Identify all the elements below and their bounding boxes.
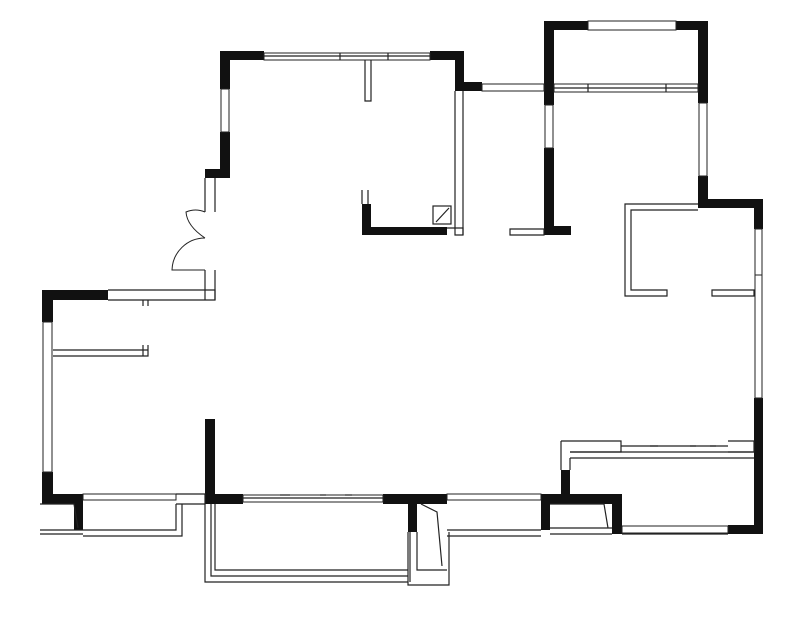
window-right-upper — [754, 228, 763, 276]
partition-walls — [53, 60, 755, 470]
wall-bottom-center-post — [408, 494, 417, 532]
wall-bottom-left-post — [74, 494, 83, 530]
fixtures — [280, 445, 716, 496]
window-bottom-right-a — [446, 493, 542, 501]
balcony-center — [204, 504, 408, 583]
partition-corridor-foot — [447, 227, 464, 235]
window-tr-mid-line — [554, 84, 698, 92]
partition-bath-left — [560, 441, 571, 470]
wall-bottom-right-left — [541, 494, 621, 504]
window-bottom-right-b — [621, 525, 729, 534]
partition-entry-wall — [108, 289, 216, 301]
window-top-room-left — [220, 88, 230, 133]
partition-closet-diag — [435, 207, 450, 223]
partition-right-room — [624, 203, 698, 297]
balcony-left — [40, 493, 206, 537]
wall-tr-top-left — [544, 21, 588, 30]
wall-tr-top-right — [676, 21, 708, 30]
partition-left-shelf — [53, 345, 149, 357]
window-corridor — [481, 83, 545, 92]
wall-tr-left-upper — [544, 21, 554, 105]
wall-bottom-right-post-b — [612, 494, 622, 534]
wall-tr-left-foot — [544, 226, 571, 235]
partition-corridor-left — [454, 91, 464, 236]
doors — [171, 209, 206, 271]
entry-door-upper-swing — [185, 209, 206, 239]
wall-left-upper — [42, 290, 53, 322]
wall-center-column — [205, 419, 215, 504]
wall-top-room-right — [455, 51, 464, 91]
window-bottom-left — [82, 493, 177, 501]
wall-left-lower — [42, 472, 53, 504]
wall-top-room-top-left — [220, 51, 264, 60]
wall-bottom-right — [728, 525, 763, 534]
wall-right-lower — [754, 398, 763, 534]
wall-tr-right-upper — [698, 21, 708, 103]
entry-door-lower-swing — [171, 237, 206, 271]
structural-walls — [42, 21, 763, 534]
balcony-right — [447, 527, 728, 537]
wall-bottom-left — [42, 494, 82, 504]
balcony-center-right — [407, 532, 450, 586]
balconies — [40, 493, 728, 586]
wall-closet-left — [362, 204, 371, 235]
window-top-room-mullion — [264, 53, 430, 60]
partition-closet-box — [432, 205, 452, 225]
wall-right-room-top — [698, 199, 763, 208]
wall-left-top — [42, 290, 108, 300]
wall-bottom-right-post-a — [541, 494, 550, 530]
wall-top-room-step — [205, 169, 230, 178]
wall-bottom-center-left — [205, 494, 243, 504]
wall-closet-bottom — [362, 227, 447, 235]
balcony-right-diag — [550, 503, 609, 529]
window-tr-right — [698, 102, 708, 177]
partition-top-stub — [364, 60, 372, 102]
partition-bath-line — [570, 451, 754, 459]
windows — [42, 20, 763, 534]
partition-left-small — [142, 300, 149, 306]
partition-right-room-b — [711, 289, 755, 297]
wall-top-room-left-upper — [220, 51, 230, 89]
wall-bath-stub — [561, 470, 570, 500]
balcony-center-diag — [420, 503, 443, 567]
partition-entry-vert — [204, 270, 216, 300]
partition-tr-foot — [509, 228, 545, 236]
wall-tr-left-lower — [544, 148, 554, 235]
partition-entry-upper — [204, 178, 216, 212]
window-right-lower — [754, 274, 763, 399]
wall-right-upper — [754, 199, 763, 229]
partition-closet-stub — [361, 190, 369, 204]
window-tr-top — [587, 20, 677, 31]
window-left — [42, 321, 53, 473]
wall-tr-right-lower — [698, 176, 708, 208]
balcony-left-side — [40, 503, 79, 529]
wall-top-room-top-right — [430, 51, 464, 60]
window-tr-left — [544, 104, 554, 149]
wall-top-room-left-lower — [220, 132, 230, 178]
wall-top-room-right-step — [455, 82, 482, 91]
